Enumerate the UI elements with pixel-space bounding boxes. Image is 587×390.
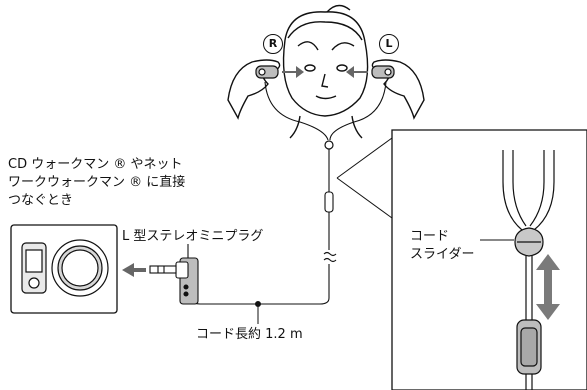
direct-connect-line2: ワークウォークマン ® に直接: [8, 175, 186, 190]
insert-arrow-left: [346, 66, 368, 78]
insert-arrow-right: [282, 66, 304, 78]
zoom-lines: [336, 137, 393, 219]
cord-slider-label-line2: スライダー: [410, 247, 475, 262]
zoom-remote: [516, 319, 542, 375]
cd-walkman-icon: [51, 239, 109, 297]
earbud-left: [371, 65, 395, 79]
earbud-right: [255, 65, 279, 79]
l-plug: [149, 244, 199, 305]
network-walkman-icon: [21, 242, 47, 294]
zoom-slider: [514, 227, 544, 257]
cord-length-label: コード長約 1.2 m: [196, 327, 303, 342]
double-arrow-icon: [536, 254, 560, 320]
right-ear-mark: R: [263, 34, 283, 54]
main-cord: [189, 149, 337, 305]
direct-connect-line3: つなぐとき: [8, 193, 74, 208]
l-plug-label: L 型ステレオミニプラグ: [122, 229, 264, 244]
earbud-cords: [264, 81, 387, 141]
cord-slider-small: [324, 140, 334, 150]
direct-connect-line1: CD ウォークマン ® やネット: [8, 157, 183, 172]
connect-arrow: [122, 263, 146, 277]
length-tick: [255, 301, 261, 324]
person-head: [282, 4, 369, 139]
left-ear-mark: L: [379, 34, 399, 54]
cord-slider-label-line1: コード: [410, 229, 450, 244]
zoom-cords: [502, 150, 555, 390]
